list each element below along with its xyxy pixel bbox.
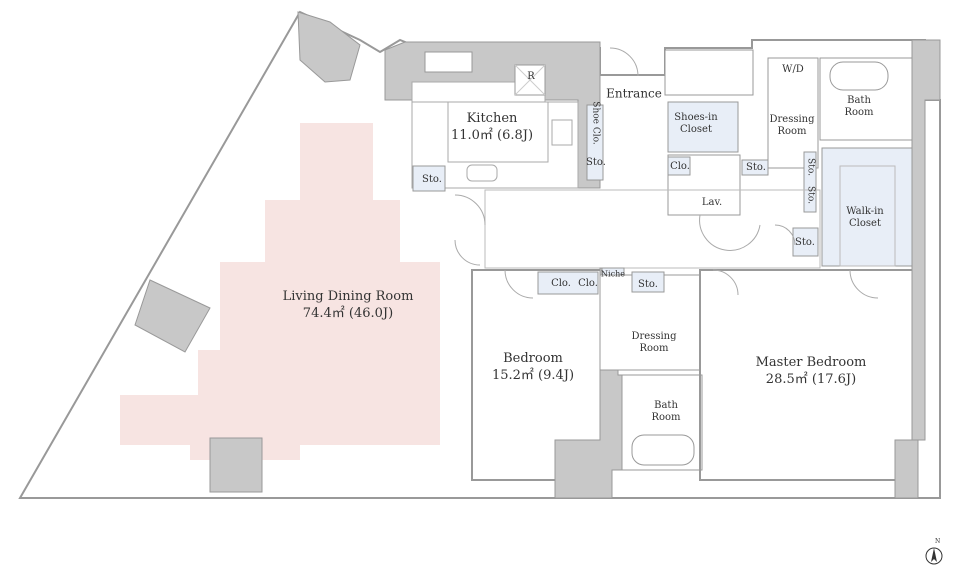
column bbox=[209, 437, 263, 493]
dressing-room bbox=[767, 57, 819, 169]
column bbox=[894, 439, 919, 499]
room-name: Kitchen bbox=[466, 111, 518, 126]
sto-box bbox=[631, 271, 665, 293]
column bbox=[134, 279, 211, 353]
shoe-closet-label: Shoe Clo. bbox=[590, 101, 601, 145]
master-bedroom-label: Master Bedroom 28.5㎡ (17.6J) bbox=[756, 354, 867, 388]
room-name: Living Dining Room bbox=[282, 289, 414, 304]
sto-vertical bbox=[803, 151, 817, 213]
sto-label: Sto. bbox=[805, 158, 816, 176]
room-name: Bedroom bbox=[503, 351, 563, 366]
kitchen-wall bbox=[384, 41, 601, 189]
corridor bbox=[484, 189, 821, 269]
label-line: Bath bbox=[654, 400, 678, 411]
bathtub bbox=[631, 434, 695, 466]
sink bbox=[466, 164, 498, 182]
kitchen-label: Kitchen 11.0㎡ (6.8J) bbox=[451, 110, 533, 144]
storage bbox=[412, 165, 446, 192]
clo-box bbox=[537, 271, 599, 295]
clo-box bbox=[667, 156, 691, 176]
label-line: Room bbox=[639, 343, 669, 354]
shoe-closet bbox=[586, 104, 604, 181]
niche-label: Niche bbox=[601, 269, 625, 279]
window-counter bbox=[424, 51, 473, 73]
entrance-label: Entrance bbox=[606, 86, 662, 101]
bathtub bbox=[829, 61, 889, 91]
compass-label: N bbox=[935, 538, 941, 545]
kitchen-room bbox=[411, 101, 579, 189]
label-line: Bath bbox=[847, 95, 871, 106]
sto-label: Sto. bbox=[422, 174, 442, 185]
walkin-closet bbox=[821, 147, 913, 267]
room-area: 28.5㎡ (17.6J) bbox=[765, 372, 857, 387]
fridge-label: R bbox=[527, 71, 535, 82]
room-name: Master Bedroom bbox=[755, 355, 867, 370]
cooktop bbox=[551, 119, 573, 146]
shoes-closet bbox=[667, 101, 739, 153]
sto-label: Sto. bbox=[746, 162, 766, 173]
sto-label: Sto. bbox=[638, 279, 658, 290]
label-line: Shoes-in bbox=[674, 112, 718, 123]
north-compass-icon: N bbox=[925, 538, 943, 566]
label-line: Room bbox=[651, 412, 681, 423]
sto-label: Sto. bbox=[795, 237, 815, 248]
clo-label: Clo. bbox=[578, 278, 598, 289]
label-line: Walk-in bbox=[846, 206, 884, 217]
bedroom-label: Bedroom 15.2㎡ (9.4J) bbox=[492, 350, 574, 384]
column bbox=[297, 11, 361, 83]
sto-label: Sto. bbox=[586, 157, 606, 168]
label-line: Dressing bbox=[769, 114, 815, 125]
kitchen-island bbox=[447, 101, 549, 163]
lav-label: Lav. bbox=[701, 197, 723, 208]
entrance-block bbox=[664, 49, 754, 96]
clo-label: Clo. bbox=[551, 278, 571, 289]
east-wall bbox=[911, 39, 941, 441]
room-area: 15.2㎡ (9.4J) bbox=[491, 368, 575, 383]
label-line: Closet bbox=[680, 124, 712, 135]
label-line: Dressing bbox=[631, 331, 677, 342]
wd-label: W/D bbox=[782, 64, 804, 75]
living-area-highlight bbox=[120, 123, 440, 460]
living-room-label: Living Dining Room 74.4㎡ (46.0J) bbox=[283, 288, 414, 322]
label-line: Closet bbox=[849, 218, 881, 229]
sto-label: Sto. bbox=[805, 186, 816, 204]
label-line: Room bbox=[777, 126, 807, 137]
clo-label: Clo. bbox=[670, 161, 690, 172]
sto-box bbox=[792, 227, 819, 257]
room-area: 11.0㎡ (6.8J) bbox=[450, 128, 534, 143]
room-area: 74.4㎡ (46.0J) bbox=[302, 306, 394, 321]
label-line: Room bbox=[844, 107, 874, 118]
